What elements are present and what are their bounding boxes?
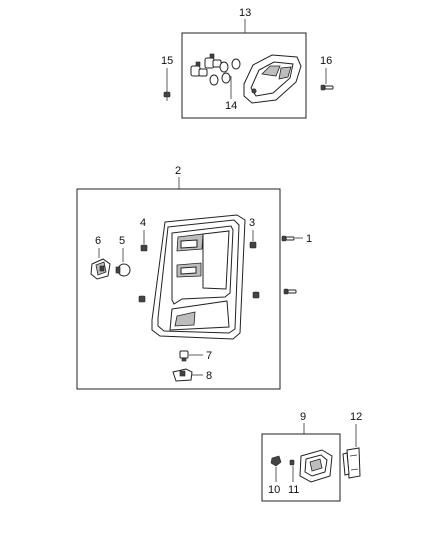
fastener-16: 16	[320, 55, 334, 91]
license-lamp-group: 9 10 11	[261, 411, 341, 502]
callout-5: 5	[119, 235, 125, 247]
callout-13: 13	[239, 7, 251, 19]
tail-lamp-group: 2 3 4	[76, 165, 281, 390]
license-lamp-icon	[299, 449, 333, 483]
tail-lamp-assembly-icon	[151, 214, 246, 340]
screw-fastener-icon	[163, 91, 171, 101]
cargo-lamp-icon	[243, 54, 302, 104]
fastener-15: 15	[161, 55, 173, 101]
callout-16: 16	[320, 55, 332, 67]
bracket-12: 12	[342, 411, 362, 479]
callout-8: 8	[206, 370, 212, 382]
callout-14: 14	[225, 100, 237, 112]
screw-fastener-icon	[281, 235, 295, 242]
push-nut-icon	[138, 295, 146, 303]
tail-lamp-group-frame	[76, 188, 281, 390]
bulb-icon	[115, 263, 131, 277]
license-lamp-group-frame	[261, 433, 341, 502]
bulb-icon	[289, 459, 295, 466]
cargo-lamp-group-frame	[181, 32, 307, 119]
callout-7: 7	[206, 350, 212, 362]
bulb-socket-icon	[90, 258, 111, 280]
callout-2: 2	[175, 165, 181, 177]
fastener-1: 1	[281, 233, 312, 295]
bulb-socket-icon	[190, 53, 222, 77]
push-nut-icon	[270, 455, 282, 467]
callout-11: 11	[288, 484, 299, 496]
screw-fastener-icon	[320, 84, 334, 91]
bracket-icon	[172, 368, 193, 382]
callout-3: 3	[249, 217, 255, 229]
callout-6: 6	[95, 235, 101, 247]
cargo-lamp-group: 13 14	[181, 7, 307, 119]
callout-9: 9	[300, 411, 306, 423]
push-nut-icon	[249, 241, 257, 249]
bracket-icon	[342, 447, 361, 479]
callout-15: 15	[161, 55, 173, 67]
callout-10: 10	[268, 484, 280, 496]
push-nut-icon	[140, 244, 148, 252]
bulb-icon	[209, 58, 241, 86]
screw-fastener-icon	[283, 288, 297, 295]
callout-12: 12	[350, 411, 362, 423]
screw-fastener-icon	[179, 350, 189, 362]
callout-1: 1	[306, 233, 312, 245]
push-nut-icon	[252, 291, 260, 299]
callout-4: 4	[140, 217, 146, 229]
